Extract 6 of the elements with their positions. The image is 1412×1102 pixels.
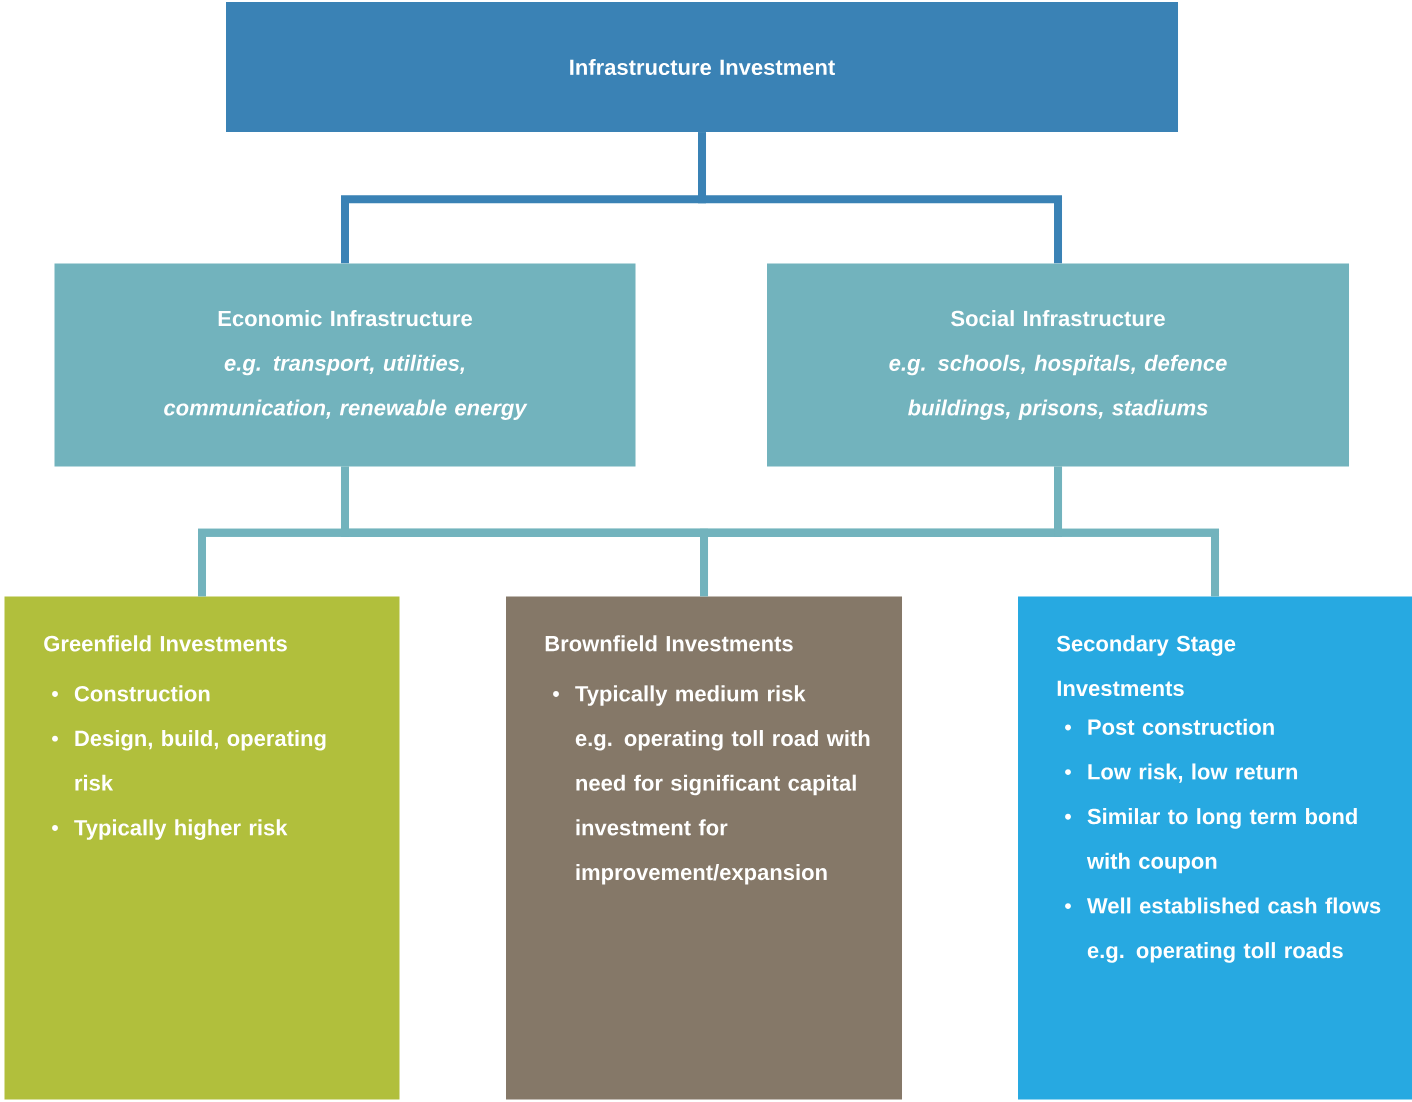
info-card: Brownfield Investments Typically medium risk e.g. operating toll road with need for significant capital investment for improvement/expansion	[506, 596, 902, 1100]
category-box: Economic Infrastructure e.g. transport, utilities, communication, renewable energy	[54, 263, 636, 467]
category-box: Social Infrastructure e.g. schools, hospitals, defence buildings, prisons, stadiums	[767, 263, 1349, 467]
info-card: Secondary Stage Investments Post construction Low risk, low return Similar to long term bond with coupon Well established cash flows e.g. operating toll roads	[1018, 596, 1412, 1100]
title-box: Infrastructure Investment	[226, 2, 1178, 132]
info-card: Greenfield Investments Construction Design, build, operating risk Typically higher risk	[4, 596, 400, 1100]
